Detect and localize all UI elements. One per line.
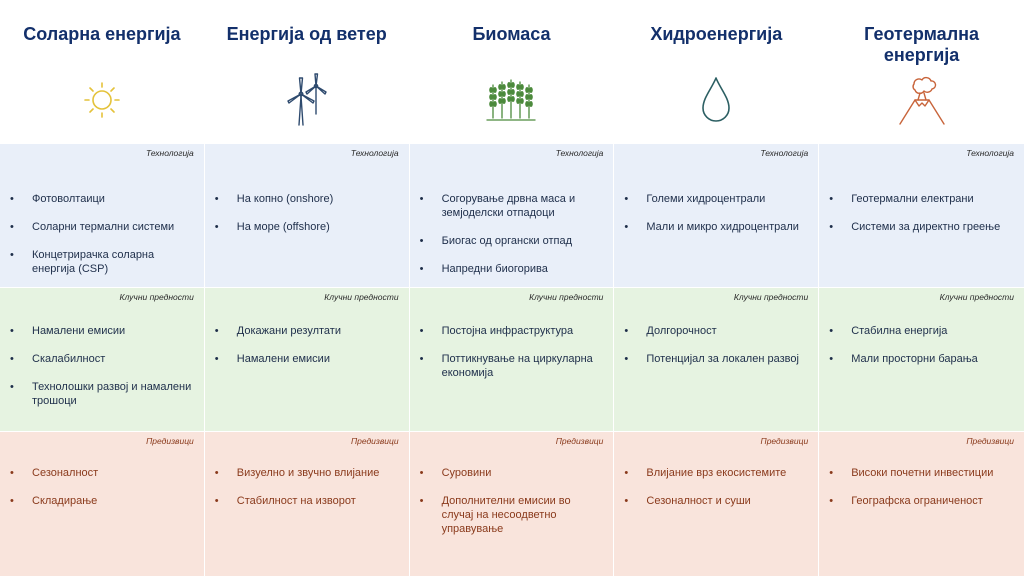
column-biomass: Биомаса bbox=[409, 0, 615, 576]
list-item: Намалени емисии bbox=[215, 352, 399, 366]
list-item: Суровини bbox=[420, 466, 604, 480]
list-item: Докажани резултати bbox=[215, 324, 399, 338]
section-label: Технологија bbox=[760, 148, 809, 158]
section-label: Предизвици bbox=[555, 436, 604, 446]
list-item: Стабилна енергија bbox=[829, 324, 1014, 338]
section-label: Технологија bbox=[966, 148, 1014, 158]
list-item: Мали просторни барања bbox=[829, 352, 1014, 366]
section-label: Клучни предности bbox=[529, 292, 604, 302]
section-label: Технологија bbox=[555, 148, 604, 158]
list-item: Геотермални електрани bbox=[829, 192, 1014, 206]
list-item: Сезоналност и суши bbox=[624, 494, 808, 508]
list-item: Биогас од органски отпад bbox=[420, 234, 604, 248]
technology-list: Големи хидроцентрали Мали и микро хидроц… bbox=[624, 192, 808, 248]
technology-section: Технологија Фотоволтаици Соларни термалн… bbox=[0, 143, 204, 287]
section-label: Технологија bbox=[350, 148, 399, 158]
technology-section: Технологија Големи хидроцентрали Мали и … bbox=[614, 143, 819, 287]
list-item: Постојна инфраструктура bbox=[420, 324, 604, 338]
column-title: Соларна енергија bbox=[23, 24, 181, 44]
technology-list: На копно (onshore) На море (offshore) bbox=[215, 192, 399, 248]
list-item: Големи хидроцентрали bbox=[624, 192, 808, 206]
list-item: Мали и микро хидроцентрали bbox=[624, 220, 808, 234]
column-header: Соларна енергија bbox=[0, 0, 204, 143]
challenges-list: Високи почетни инвестиции Географска огр… bbox=[829, 466, 1014, 522]
challenges-list: Суровини Дополнителни емисии во случај н… bbox=[420, 466, 604, 550]
challenges-list: Сезоналност Складирање bbox=[10, 466, 194, 522]
advantages-list: Долгорочност Потенцијал за локален разво… bbox=[624, 324, 808, 380]
list-item: Високи почетни инвестиции bbox=[829, 466, 1014, 480]
section-label: Клучни предности bbox=[939, 292, 1014, 302]
list-item: Потенцијал за локален развој bbox=[624, 352, 808, 366]
list-item: Напредни биогорива bbox=[420, 262, 604, 276]
advantages-list: Постојна инфраструктура Поттикнување на … bbox=[420, 324, 604, 394]
section-label: Предизвици bbox=[760, 436, 809, 446]
list-item: Концетрирачка соларна енергија (CSP) bbox=[10, 248, 194, 276]
column-wind: Енергија од ветер bbox=[204, 0, 410, 576]
challenges-list: Визуелно и звучно влијание Стабилност на… bbox=[215, 466, 399, 522]
challenges-list: Влијание врз екосистемите Сезоналност и … bbox=[624, 466, 808, 522]
technology-list: Геотермални електрани Системи за директн… bbox=[829, 192, 1014, 248]
technology-list: Согорување дрвна маса и земјоделски отпа… bbox=[420, 192, 604, 290]
volcano-icon bbox=[894, 70, 950, 128]
section-label: Предизвици bbox=[966, 436, 1014, 446]
wind-turbine-icon bbox=[279, 70, 335, 128]
water-drop-icon bbox=[688, 70, 744, 128]
list-item: Географска ограниченост bbox=[829, 494, 1014, 508]
list-item: Влијание врз екосистемите bbox=[624, 466, 808, 480]
column-title: Биомаса bbox=[472, 24, 551, 44]
list-item: Технолошки развој и намалени трошоци bbox=[10, 380, 194, 408]
advantages-section: Клучни предности Намалени емисии Скалаби… bbox=[0, 287, 204, 431]
challenges-section: Предизвици Високи почетни инвестиции Гео… bbox=[819, 431, 1024, 576]
list-item: Системи за директно греење bbox=[829, 220, 1014, 234]
column-title: Хидроенергија bbox=[650, 24, 783, 44]
list-item: Складирање bbox=[10, 494, 194, 508]
advantages-section: Клучни предности Постојна инфраструктура… bbox=[409, 287, 614, 431]
advantages-section: Клучни предности Долгорочност Потенцијал… bbox=[614, 287, 819, 431]
section-label: Клучни предности bbox=[324, 292, 399, 302]
list-item: Поттикнување на циркуларна економија bbox=[420, 352, 604, 380]
technology-list: Фотоволтаици Соларни термални системи Ко… bbox=[10, 192, 194, 290]
wheat-icon bbox=[483, 70, 539, 128]
column-header: Енергија од ветер bbox=[205, 0, 409, 143]
advantages-section: Клучни предности Стабилна енергија Мали … bbox=[819, 287, 1024, 431]
column-hydro: Хидроенергија Технологија Големи хидроце… bbox=[614, 0, 820, 576]
challenges-section: Предизвици Визуелно и звучно влијание Ст… bbox=[204, 431, 409, 576]
list-item: Дополнителни емисии во случај на несоодв… bbox=[420, 494, 604, 536]
technology-section: Технологија На копно (onshore) На море (… bbox=[204, 143, 409, 287]
column-title: Енергија од ветер bbox=[226, 24, 387, 44]
list-item: Согорување дрвна маса и земјоделски отпа… bbox=[420, 192, 604, 220]
list-item: На море (offshore) bbox=[215, 220, 399, 234]
list-item: Долгорочност bbox=[624, 324, 808, 338]
list-item: Сезоналност bbox=[10, 466, 194, 480]
list-item: На копно (onshore) bbox=[215, 192, 399, 206]
column-header: Хидроенергија bbox=[614, 0, 818, 143]
section-label: Клучни предности bbox=[733, 292, 809, 302]
column-solar: Соларна енергија bbox=[0, 0, 205, 576]
advantages-list: Намалени емисии Скалабилност Технолошки … bbox=[10, 324, 194, 422]
column-geothermal: Геотермална енергија Технологија Геотерм… bbox=[819, 0, 1024, 576]
technology-section: Технологија Геотермални електрани Систем… bbox=[819, 143, 1024, 287]
list-item: Фотоволтаици bbox=[10, 192, 194, 206]
section-label: Предизвици bbox=[350, 436, 399, 446]
column-header: Геотермална енергија bbox=[819, 0, 1024, 143]
challenges-section: Предизвици Влијание врз екосистемите Сез… bbox=[614, 431, 819, 576]
advantages-list: Докажани резултати Намалени емисии bbox=[215, 324, 399, 380]
section-label: Технологија bbox=[146, 148, 194, 158]
column-header: Биомаса bbox=[410, 0, 614, 143]
column-title: Геотермална енергија bbox=[864, 24, 980, 65]
list-item: Намалени емисии bbox=[10, 324, 194, 338]
section-label: Предизвици bbox=[146, 436, 194, 446]
advantages-list: Стабилна енергија Мали просторни барања bbox=[829, 324, 1014, 380]
technology-section: Технологија Согорување дрвна маса и земј… bbox=[409, 143, 614, 290]
advantages-section: Клучни предности Докажани резултати Нама… bbox=[204, 287, 409, 431]
sun-icon bbox=[74, 70, 130, 128]
list-item: Соларни термални системи bbox=[10, 220, 194, 234]
list-item: Стабилност на изворот bbox=[215, 494, 399, 508]
challenges-section: Предизвици Суровини Дополнителни емисии … bbox=[409, 431, 614, 576]
list-item: Скалабилност bbox=[10, 352, 194, 366]
challenges-section: Предизвици Сезоналност Складирање bbox=[0, 431, 204, 576]
list-item: Визуелно и звучно влијание bbox=[215, 466, 399, 480]
section-label: Клучни предности bbox=[119, 292, 194, 302]
